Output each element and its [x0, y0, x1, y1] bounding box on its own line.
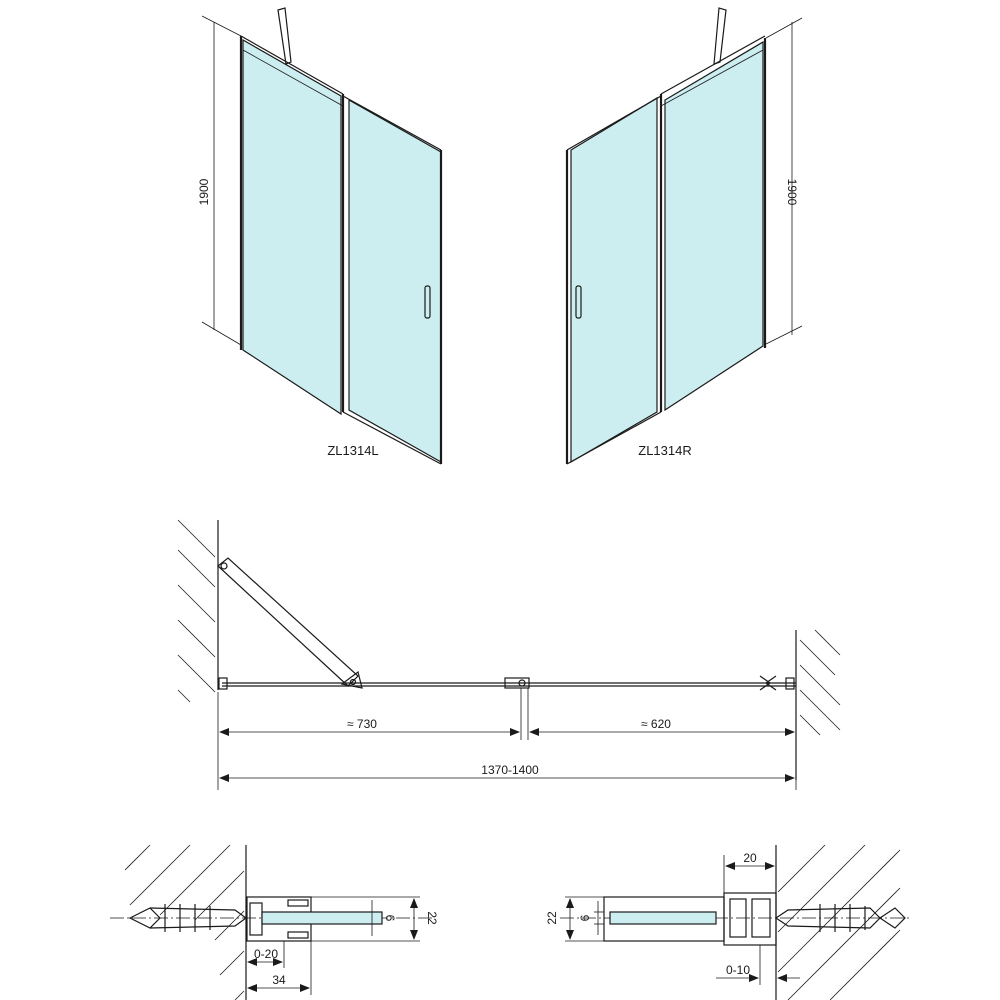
stabilizer-bar: [713, 7, 727, 65]
profile-width-label: 20: [743, 851, 757, 865]
stabilizer-arm: [217, 557, 359, 687]
glass-panel: [261, 911, 383, 925]
wall-profile: [218, 677, 228, 690]
top-rail: [660, 35, 766, 95]
door-glass-panel: [570, 96, 658, 464]
door-handle: [575, 285, 582, 319]
wall-profile: [723, 892, 777, 946]
wall-anchor: [128, 907, 161, 929]
adjust-range-label: 0-20: [254, 947, 278, 961]
total-width-label: 1370-1400: [481, 763, 539, 777]
plan-view: ≈ 730 ≈ 620 1370-1400: [177, 519, 841, 790]
model-label: ZL1314R: [638, 443, 691, 458]
fixed-glass-panel: [664, 40, 764, 412]
glass-panel: [609, 911, 717, 925]
elevation-left: 1900 ZL1314L: [197, 7, 443, 465]
adjust-range-label: 0-10: [726, 963, 750, 977]
door-width-label: ≈ 620: [641, 717, 671, 731]
door-handle: [424, 285, 431, 319]
top-rail: [240, 35, 344, 95]
fixed-glass-panel: [242, 38, 342, 416]
fixed-width-label: ≈ 730: [347, 717, 377, 731]
wall-hatching: [777, 844, 901, 1000]
profile-height-label: 22: [425, 911, 439, 925]
model-label: ZL1314L: [327, 443, 378, 458]
door-stopper: [759, 675, 777, 691]
right-wall-hatching: [799, 629, 841, 736]
detail-left: 22 6 0-20 34: [110, 844, 439, 1000]
profile-height-label: 22: [545, 911, 559, 925]
profile-depth-label: 34: [272, 973, 286, 987]
elevation-right: 1900 ZL1314R: [565, 7, 803, 465]
door-connector: [504, 677, 530, 689]
height-label: 1900: [785, 179, 799, 206]
height-label: 1900: [197, 178, 211, 205]
wall-hatching: [124, 844, 245, 1000]
glass-thickness-label: 6: [578, 914, 592, 921]
stabilizer-bar: [277, 7, 292, 65]
detail-right: 22 6 20 0-10: [545, 844, 910, 1000]
glass-thickness-label: 6: [383, 915, 397, 922]
door-glass-panel: [348, 98, 442, 464]
left-wall-hatching: [177, 519, 216, 703]
